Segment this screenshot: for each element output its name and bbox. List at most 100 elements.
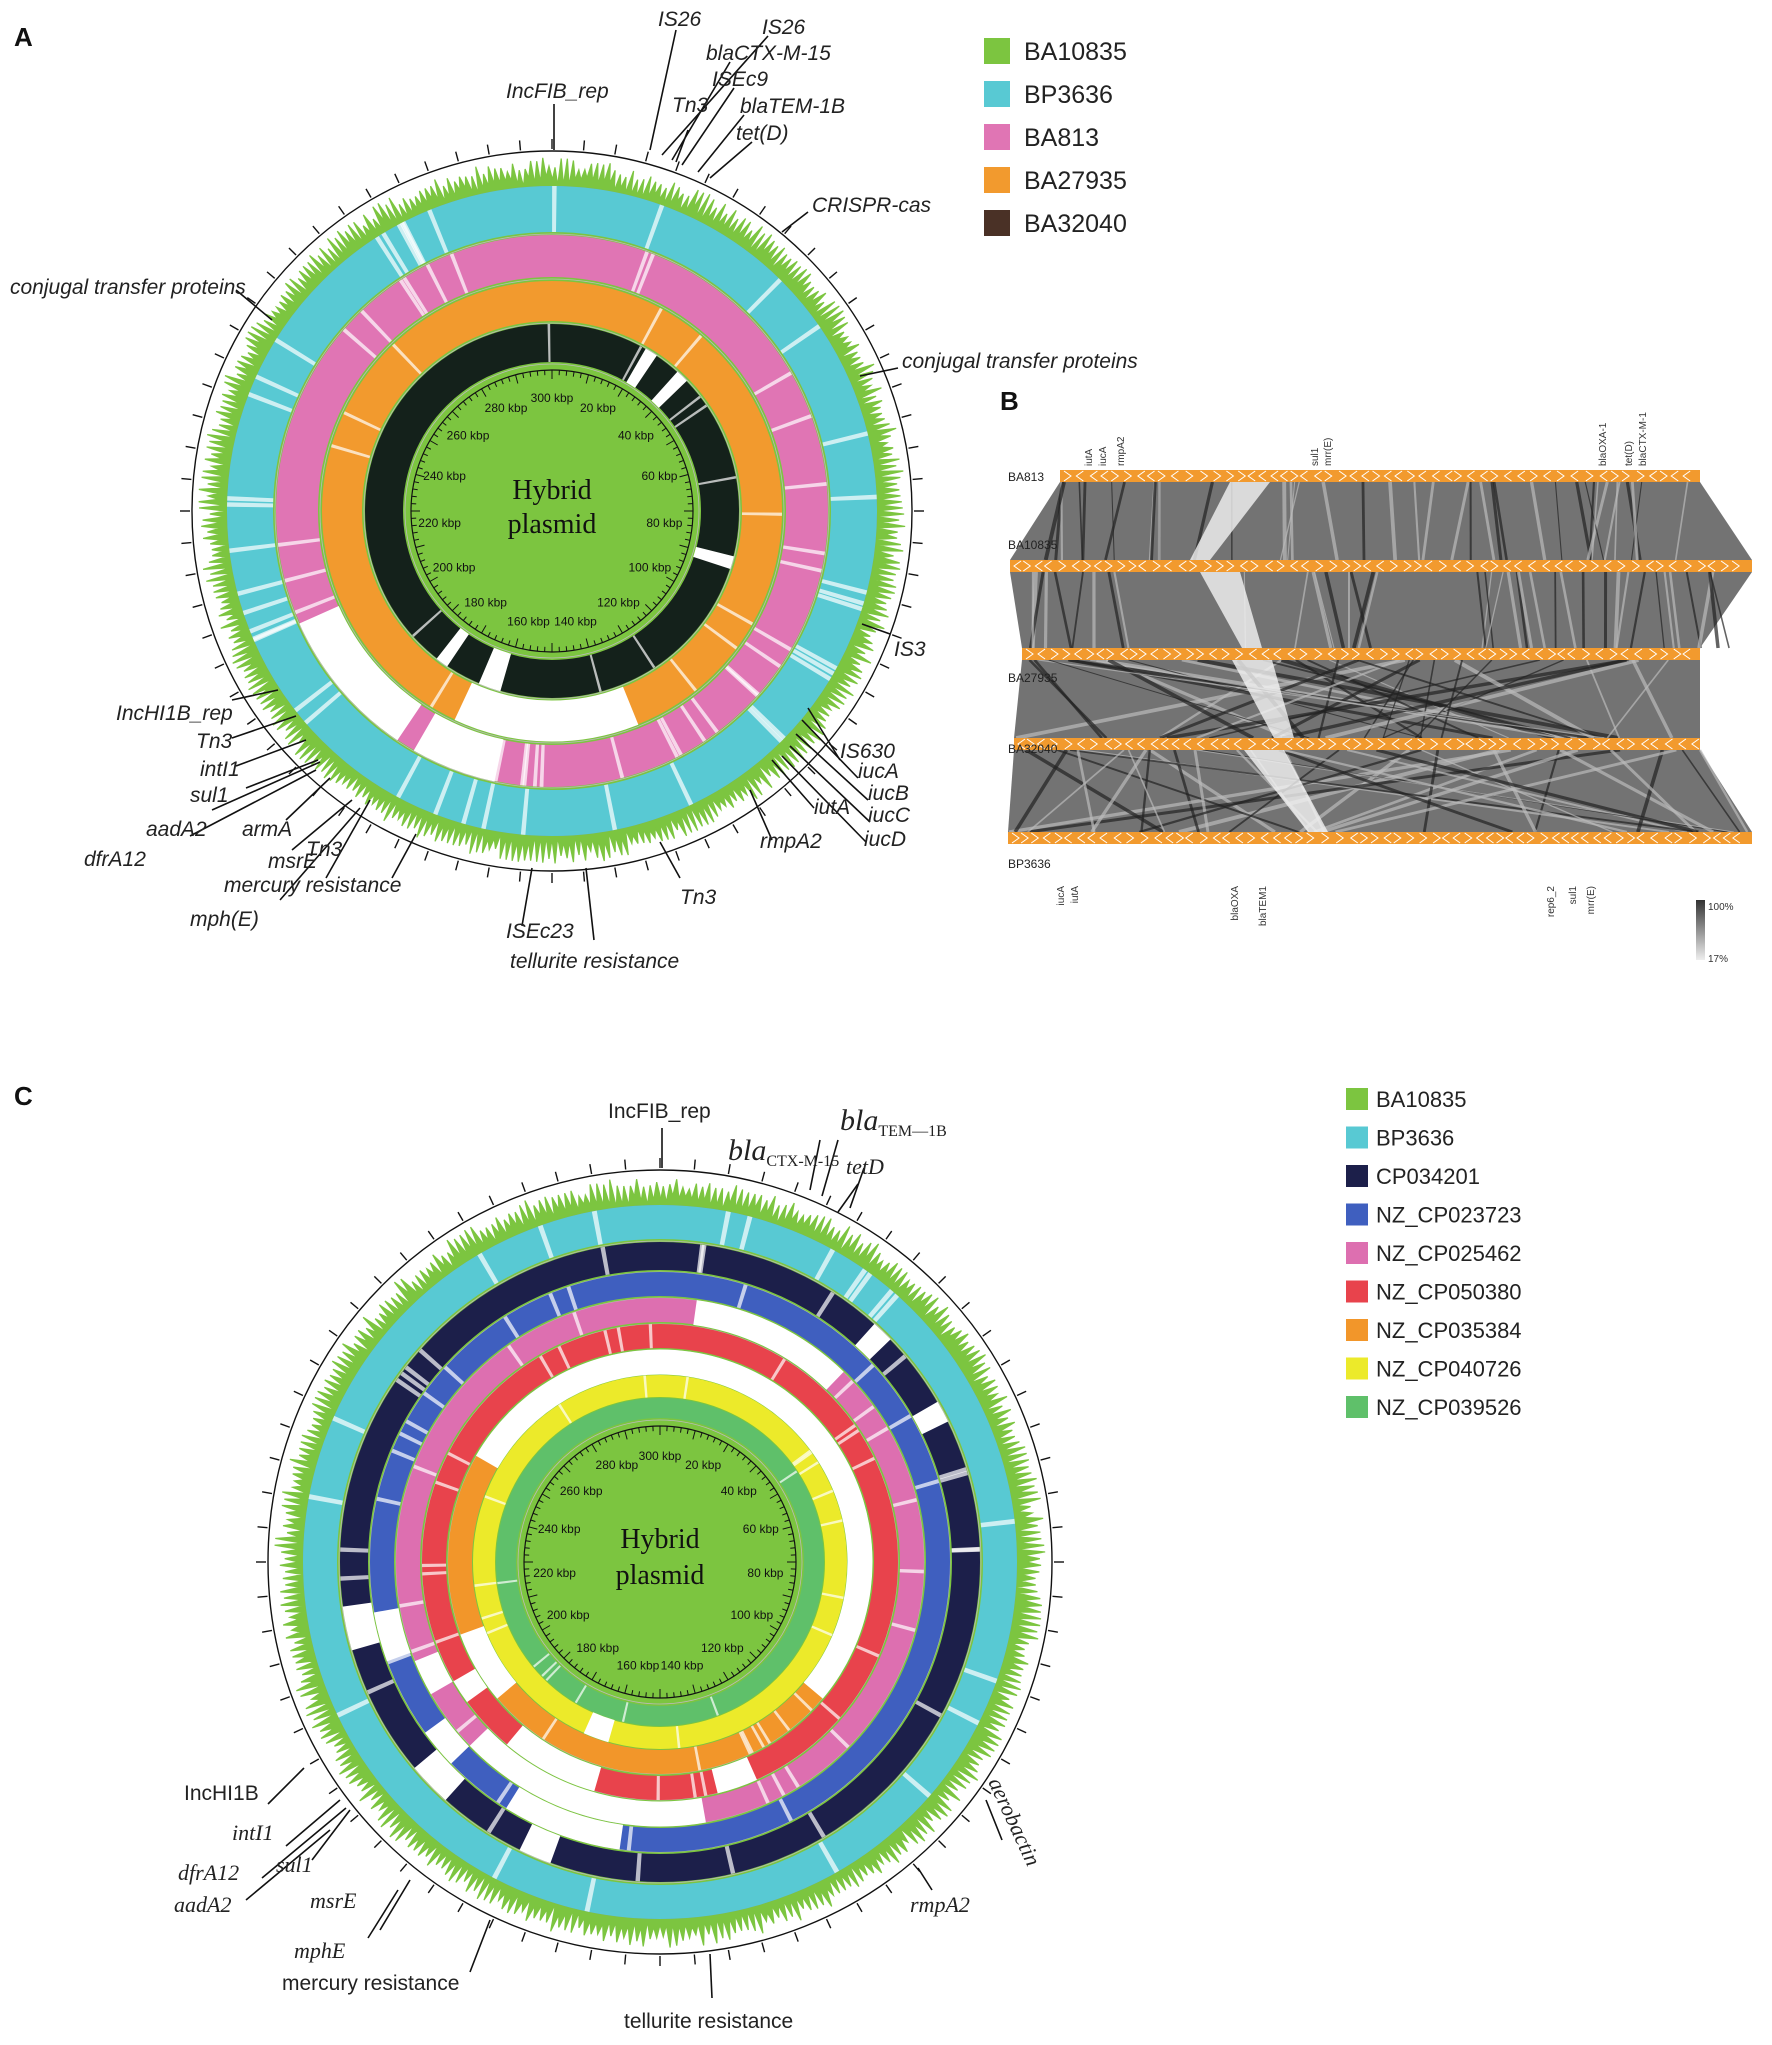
label-tellurite-a: tellurite resistance <box>510 950 679 973</box>
legend-a-label-3: BA27935 <box>1024 167 1127 195</box>
legend-a-swatch-1 <box>984 81 1010 107</box>
b-gene-iuca-top: iucA <box>1098 446 1109 466</box>
legend-c-label-8: NZ_CP039526 <box>1376 1395 1522 1420</box>
track-label-bp3636: BP3636 <box>1008 857 1051 871</box>
a-tick-1: 20 kbp <box>580 401 616 415</box>
a-tick-0: 300 kbp <box>531 391 574 405</box>
b-gene-sul1-top: sul1 <box>1310 447 1321 466</box>
track-label-ba813: BA813 <box>1008 470 1044 484</box>
label-msre-c: msrE <box>310 1888 357 1913</box>
label-rmpa2-a: rmpA2 <box>760 830 822 853</box>
panel-c-center-title-line2: plasmid <box>616 1560 705 1591</box>
identity-scale-min: 17% <box>1708 954 1728 965</box>
label-aada2-c: aadA2 <box>174 1892 231 1917</box>
panel-c-legend: BA10835BP3636CP034201NZ_CP023723NZ_CP025… <box>1346 1087 1522 1420</box>
b-gene-iuta-top: iutA <box>1084 448 1095 466</box>
label-tetd: tet(D) <box>736 122 789 145</box>
label-conjugal-right: conjugal transfer proteins <box>902 350 1138 373</box>
label-blactx-m-15: blaCTX-M-15 <box>706 42 831 65</box>
legend-a-label-4: BA32040 <box>1024 210 1127 238</box>
label-sul1-a: sul1 <box>190 784 229 807</box>
legend-a-swatch-3 <box>984 167 1010 193</box>
label-tn3-bottom: Tn3 <box>680 886 717 909</box>
c-tick-5: 100 kbp <box>730 1608 773 1622</box>
a-tick-6: 120 kbp <box>597 595 640 609</box>
label-inti1-c: intI1 <box>232 1820 274 1845</box>
label-iuta: iutA <box>814 796 850 819</box>
label-iuca: iucA <box>858 760 899 783</box>
identity-scale-max: 100% <box>1708 902 1734 913</box>
label-tn3-top: Tn3 <box>672 94 709 117</box>
c-tick-9: 180 kbp <box>576 1641 619 1655</box>
label-inchi1b-c: IncHI1B <box>184 1782 259 1805</box>
label-isec9: ISEc9 <box>712 68 768 91</box>
label-dfra12-a: dfrA12 <box>84 848 146 871</box>
label-aerobactin: aerobactin <box>983 1774 1046 1870</box>
label-iucb: iucB <box>868 782 909 805</box>
label-inchi1b-rep: IncHI1B_rep <box>116 702 233 725</box>
label-dfra12-c: dfrA12 <box>178 1860 239 1885</box>
label-is630: IS630 <box>840 740 895 763</box>
c-tick-2: 40 kbp <box>721 1484 757 1498</box>
legend-c-swatch-4 <box>1346 1242 1368 1264</box>
a-tick-7: 140 kbp <box>554 615 597 629</box>
label-tn3-left: Tn3 <box>196 730 233 753</box>
c-tick-1: 20 kbp <box>685 1458 721 1472</box>
label-mphe-a: mph(E) <box>190 908 259 931</box>
label-tellurite-c: tellurite resistance <box>624 2010 793 2033</box>
panel-b-linear-comparison: BA813 BA10835 BA27935 BA32040 BP3636 iut… <box>1008 412 1752 965</box>
label-mphe-c: mphE <box>294 1938 346 1963</box>
b-gene-tetd-top: tet(D) <box>1624 441 1635 466</box>
c-tick-12: 240 kbp <box>538 1522 581 1536</box>
panel-a-rings <box>180 139 924 883</box>
a-tick-8: 160 kbp <box>507 615 550 629</box>
label-isec23: ISEc23 <box>506 920 574 943</box>
legend-c-label-0: BA10835 <box>1376 1087 1467 1112</box>
label-msre-a: msrE <box>268 850 318 873</box>
track-label-ba32040: BA32040 <box>1008 742 1058 756</box>
label-aada2-a: aadA2 <box>146 818 207 841</box>
a-tick-14: 280 kbp <box>485 401 528 415</box>
legend-c-label-4: NZ_CP025462 <box>1376 1241 1522 1266</box>
legend-c-swatch-6 <box>1346 1319 1368 1341</box>
panel-c-letter: C <box>14 1081 33 1111</box>
legend-c-label-1: BP3636 <box>1376 1126 1454 1151</box>
a-tick-5: 100 kbp <box>629 561 672 575</box>
b-gene-mrre-bottom: mrr(E) <box>1586 886 1597 914</box>
legend-a-swatch-2 <box>984 124 1010 150</box>
a-tick-9: 180 kbp <box>464 595 507 609</box>
label-blatem-c: blaTEM—1B <box>840 1104 947 1140</box>
legend-a-label-2: BA813 <box>1024 124 1099 152</box>
label-incfib-rep-a: IncFIB_rep <box>506 80 609 103</box>
legend-c-label-6: NZ_CP035384 <box>1376 1318 1522 1343</box>
label-mercury-c: mercury resistance <box>282 1972 459 1995</box>
identity-scale-bar <box>1696 900 1705 960</box>
label-incfib-rep-c: IncFIB_rep <box>608 1100 711 1123</box>
label-blactx-c: blaCTX-M-15 <box>728 1134 839 1170</box>
b-gene-blactx-top: blaCTX-M-1 <box>1638 412 1649 466</box>
legend-c-label-5: NZ_CP050380 <box>1376 1280 1522 1305</box>
legend-c-swatch-0 <box>1346 1088 1368 1110</box>
label-mercury-a: mercury resistance <box>224 874 401 897</box>
legend-c-swatch-7 <box>1346 1357 1368 1380</box>
panel-b-track-labels: BA813 BA10835 BA27935 BA32040 BP3636 <box>1008 470 1058 871</box>
c-tick-0: 300 kbp <box>639 1449 682 1463</box>
c-tick-7: 140 kbp <box>661 1659 704 1673</box>
a-tick-3: 60 kbp <box>641 469 677 483</box>
label-iucd: iucD <box>864 828 906 851</box>
panel-a-center-title-line2: plasmid <box>508 509 597 540</box>
b-gene-rmpa2-top: rmpA2 <box>1116 436 1127 466</box>
legend-c-label-2: CP034201 <box>1376 1164 1480 1189</box>
panel-c-rings <box>256 1158 1064 1966</box>
c-tick-6: 120 kbp <box>701 1641 744 1655</box>
legend-c-label-3: NZ_CP023723 <box>1376 1203 1522 1228</box>
track-label-ba27935: BA27935 <box>1008 671 1058 685</box>
panel-a-letter: A <box>14 22 33 52</box>
panel-b-tracks <box>1008 470 1752 844</box>
b-gene-blatem-bottom: blaTEM1 <box>1258 886 1269 926</box>
